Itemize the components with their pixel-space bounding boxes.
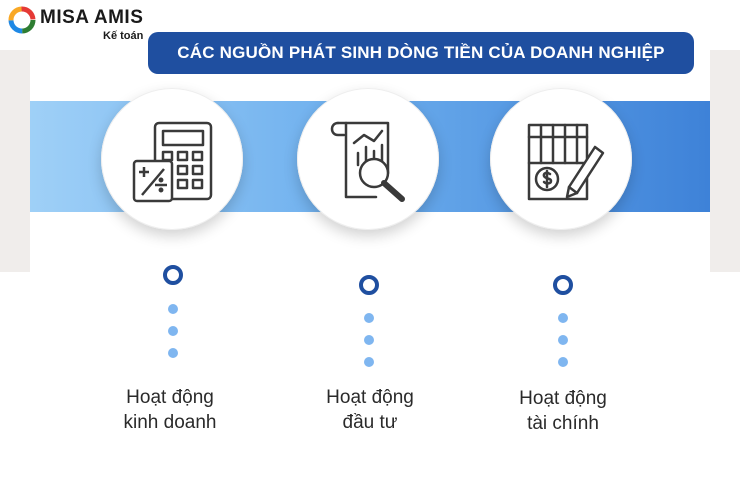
label-line-2: tài chính (527, 413, 599, 434)
connector-ring-2 (359, 275, 379, 295)
financing-activity-circle (490, 88, 632, 230)
connector-dot (168, 304, 178, 314)
financing-activity-label: Hoạt động tài chính (473, 386, 653, 436)
label-line-1: Hoạt động (326, 387, 414, 408)
connector-dot (364, 357, 374, 367)
misa-logo-icon (8, 6, 36, 34)
brand-name: MISA AMIS (40, 7, 144, 28)
connector-dot (558, 313, 568, 323)
connector-dot (364, 335, 374, 345)
connector-ring-1 (163, 265, 183, 285)
label-line-1: Hoạt động (519, 388, 607, 409)
connector-dot (558, 335, 568, 345)
label-line-1: Hoạt động (126, 387, 214, 408)
connector-ring-3 (553, 275, 573, 295)
investing-activity-label: Hoạt động đầu tư (280, 385, 460, 435)
right-side-panel (710, 50, 740, 272)
operating-activity-circle (101, 88, 243, 230)
investing-activity-circle (297, 88, 439, 230)
label-line-2: kinh doanh (123, 412, 217, 433)
operating-activity-label: Hoạt động kinh doanh (80, 385, 260, 435)
page-title: CÁC NGUỒN PHÁT SINH DÒNG TIỀN CỦA DOANH … (148, 32, 694, 74)
connector-dot (168, 348, 178, 358)
connector-dot (168, 326, 178, 336)
label-line-2: đầu tư (342, 412, 398, 433)
connector-dot (558, 357, 568, 367)
brand-subtitle: Kế toán (103, 30, 144, 42)
calculator-icon (132, 121, 213, 203)
ledger-pen-icon (527, 123, 605, 201)
left-side-panel (0, 50, 30, 272)
document-magnifier-icon (330, 121, 405, 202)
connector-dot (364, 313, 374, 323)
misa-amis-logo: MISA AMIS Kế toán (8, 6, 143, 42)
